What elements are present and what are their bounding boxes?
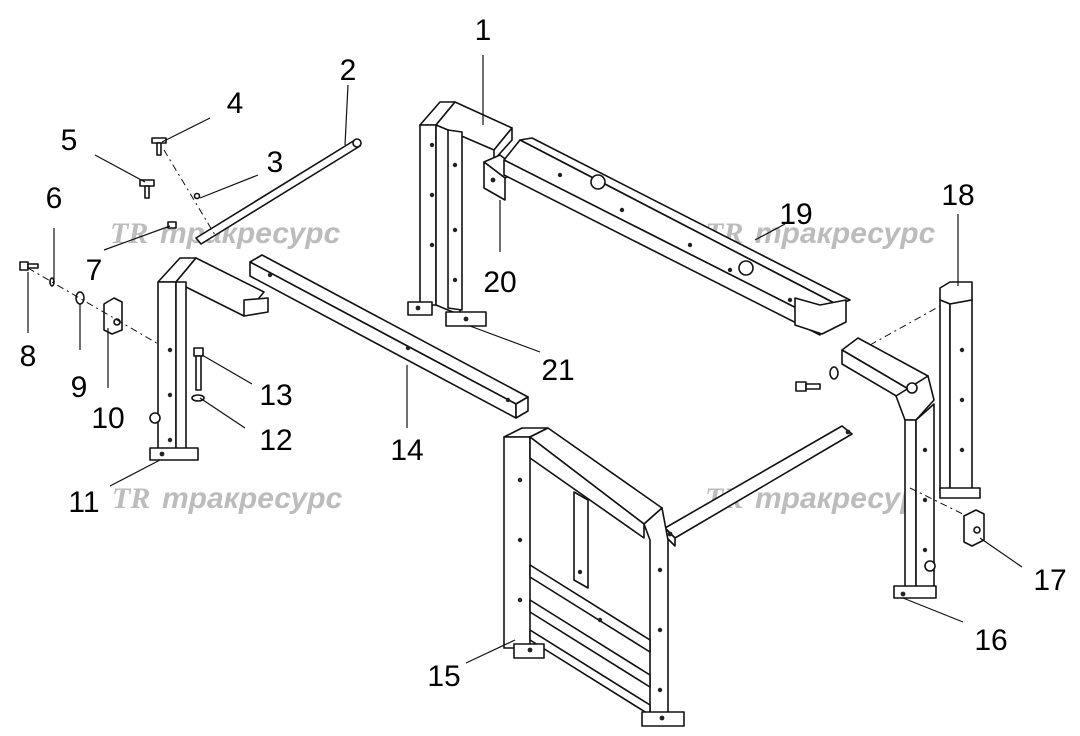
- callout-10: 10: [91, 402, 124, 435]
- callout-17: 17: [1033, 564, 1066, 597]
- callout-19: 19: [779, 198, 812, 231]
- callout-18: 18: [941, 179, 974, 212]
- part-1-upright: [407, 101, 513, 327]
- callout-12: 12: [259, 424, 292, 457]
- callout-8: 8: [20, 340, 37, 373]
- callout-labels: 1 2 3 4 5 6 7 8 9 10 11 12 13 14 15 16 1…: [20, 14, 1067, 693]
- callout-15: 15: [427, 660, 460, 693]
- watermark-text: тракресурс: [755, 217, 936, 250]
- watermark-text: тракресурс: [162, 482, 343, 515]
- callout-3: 3: [267, 146, 284, 179]
- callout-4: 4: [227, 87, 244, 120]
- callout-6: 6: [46, 182, 63, 215]
- watermark-logo: TR: [110, 217, 148, 250]
- watermark-1: TR тракресурс: [110, 217, 341, 250]
- watermark-text: тракресурс: [160, 217, 341, 250]
- leader-lines: [27, 55, 1023, 664]
- part-15-front-frame: [503, 427, 685, 727]
- left-hardware: [19, 137, 216, 402]
- diagonal-bar: [664, 425, 853, 547]
- callout-7: 7: [86, 254, 103, 287]
- watermark-logo: TR: [112, 482, 150, 515]
- callout-5: 5: [61, 124, 78, 157]
- part-2-rod: [195, 138, 362, 245]
- part-16-right-frame: [795, 305, 976, 599]
- callout-1: 1: [475, 14, 492, 47]
- watermark-3: TR тракресурс: [112, 482, 343, 515]
- callout-13: 13: [259, 379, 292, 412]
- part-14-crossbar: [249, 254, 529, 419]
- callout-14: 14: [390, 434, 423, 467]
- watermark-2: TR тракресурс: [705, 217, 936, 250]
- part-11-left-frame: [149, 257, 269, 461]
- callout-11: 11: [68, 486, 99, 519]
- callout-9: 9: [71, 371, 88, 404]
- part-18-right-upright: [939, 281, 981, 499]
- callout-21: 21: [541, 354, 574, 387]
- callout-20: 20: [483, 266, 516, 299]
- callout-16: 16: [974, 624, 1007, 657]
- callout-2: 2: [340, 54, 357, 87]
- part-17-clip: [963, 509, 985, 547]
- part-19-rear-rail: [503, 137, 851, 336]
